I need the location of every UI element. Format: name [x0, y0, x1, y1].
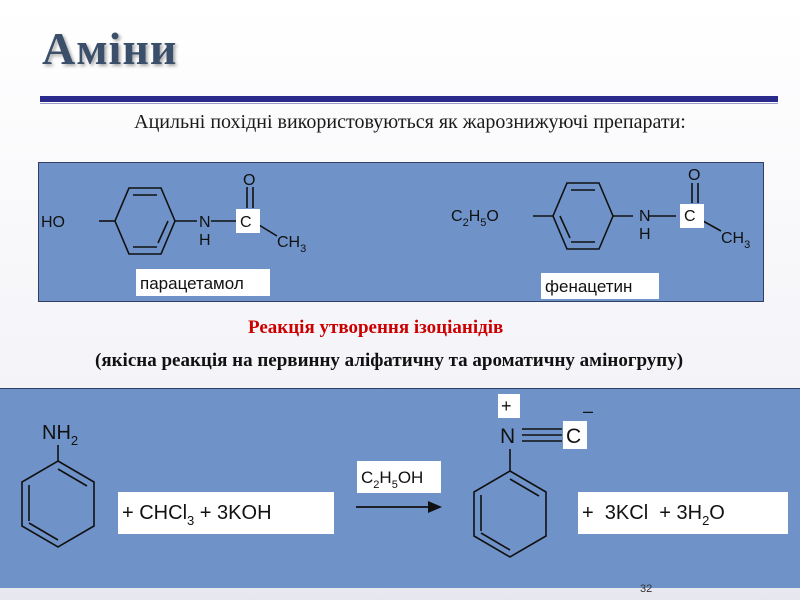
page-number: 32	[640, 583, 653, 595]
paracetamol-c-label: C	[240, 214, 252, 231]
title-underline	[40, 96, 778, 102]
isocyanide-reaction-svg: NH2 + CHCl3 + 3KOH C2H5OH + – N C	[21, 394, 788, 558]
subtitle-text: Ацильні похідні використовуються як жаро…	[134, 111, 686, 133]
phenacetin-c-box	[680, 204, 704, 228]
product-benzene-ring	[473, 449, 547, 558]
reagents-box	[118, 492, 334, 534]
isocyanide-n-label: N	[500, 425, 515, 448]
phenacetin-name: фенацетин	[545, 277, 632, 296]
paracetamol-benzene-ring	[99, 187, 278, 255]
isocyanide-c-box	[563, 421, 587, 449]
paracetamol-o-label: O	[243, 172, 255, 189]
reaction-arrow	[356, 501, 442, 513]
products-label: + 3KCl + 3H2O	[582, 502, 725, 528]
phenacetin-ethoxy-label: C2H5O	[451, 208, 499, 229]
paracetamol-name: парацетамол	[140, 274, 244, 293]
products-box	[578, 492, 788, 534]
minus-charge-label: –	[583, 401, 593, 421]
phenacetin-c-label: C	[684, 208, 696, 225]
phenacetin-h-label: H	[639, 226, 651, 243]
isocyanide-reaction-panel: NH2 + CHCl3 + 3KOH C2H5OH + – N C	[0, 388, 800, 588]
aniline-nh2-label: NH2	[42, 422, 78, 448]
paracetamol-c-box	[236, 209, 260, 233]
drug-structures-svg: HO N H O C CH3 парацетамол C2H5O N	[41, 167, 750, 299]
paracetamol-h-label: H	[199, 232, 211, 249]
isocyanide-c-label: C	[566, 425, 581, 448]
reagents-label: + CHCl3 + 3KOH	[122, 502, 272, 528]
phenacetin-benzene-ring	[533, 182, 722, 250]
drug-structures-panel: HO N H O C CH3 парацетамол C2H5O N	[38, 162, 764, 302]
paracetamol-ho-label: HO	[41, 214, 65, 231]
reaction-title: Реакція утворення ізоціанідів	[248, 317, 504, 338]
plus-charge-box	[498, 394, 520, 418]
title-underline-thin	[40, 103, 778, 104]
condition-box	[357, 461, 441, 493]
paracetamol-name-box	[136, 269, 270, 296]
aniline-benzene-ring	[21, 445, 95, 548]
paracetamol-ch3-label: CH3	[277, 234, 306, 255]
phenacetin-n-label: N	[639, 208, 651, 225]
paracetamol-n-label: N	[199, 214, 211, 231]
phenacetin-ch3-label: CH3	[721, 230, 750, 251]
triple-bond	[522, 428, 562, 442]
reaction-subtitle: (якісна реакція на первинну аліфатичну т…	[95, 350, 684, 371]
plus-charge-label: +	[501, 396, 512, 416]
condition-label: C2H5OH	[361, 468, 423, 491]
slide-title: Аміни	[42, 23, 178, 74]
phenacetin-o-label: O	[688, 167, 700, 184]
phenacetin-name-box	[541, 273, 659, 299]
